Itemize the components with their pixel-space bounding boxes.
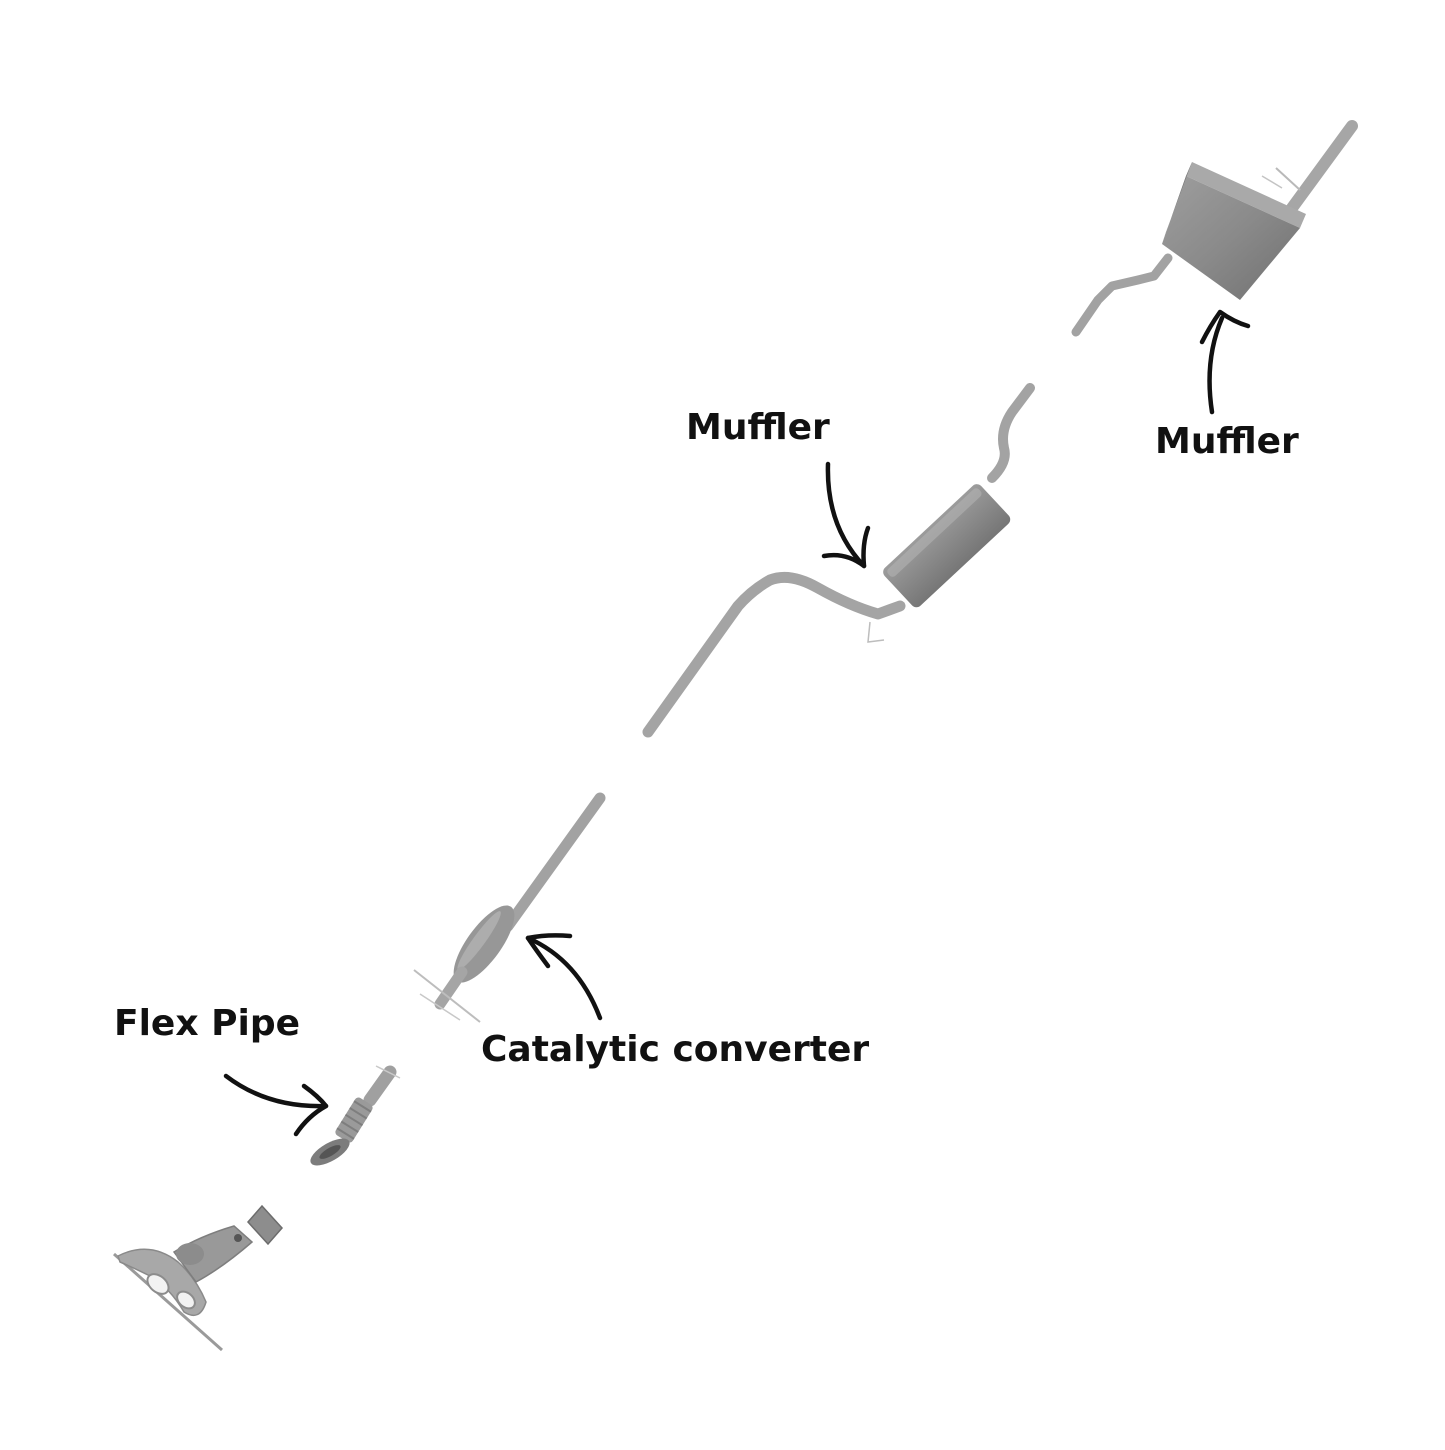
cat-flange	[413, 969, 481, 1023]
arrow-catalytic-converter	[525, 935, 603, 1021]
arrow-mid-muffler	[825, 461, 867, 569]
manifold-gasket-edge	[113, 1252, 223, 1352]
mid-muffler-section	[642, 383, 1035, 738]
rear-muffler-front	[1162, 176, 1300, 300]
arrow-flex-pipe-head	[293, 1083, 329, 1137]
catalytic-converter-label: Catalytic converter	[481, 1029, 870, 1070]
cat-inlet-pipe	[434, 966, 468, 1010]
flex-pipe-section	[310, 1065, 401, 1166]
manifold-collector	[172, 1225, 254, 1283]
rear-muffler-section	[1071, 120, 1358, 337]
mid-muffler-body	[883, 484, 1011, 608]
mid-pipe-hanger	[867, 621, 885, 643]
arrow-catalytic-converter-head	[525, 933, 573, 969]
tailpipe-hanger-2	[1261, 175, 1283, 189]
mid-muffler-label: Muffler	[686, 407, 830, 448]
mid-muffler-outlet-pipe	[987, 383, 1035, 483]
mid-pipe	[642, 571, 906, 738]
rear-muffler-inlet-pipe	[1071, 253, 1173, 337]
cat-outlet-pipe	[502, 792, 606, 932]
tailpipe	[1286, 120, 1358, 214]
catalytic-converter-section	[413, 792, 606, 1023]
arrows	[223, 309, 1251, 1137]
arrow-flex-pipe	[223, 1073, 329, 1109]
rear-muffler-label: Muffler	[1155, 421, 1299, 462]
rear-muffler-top	[1186, 162, 1306, 228]
exhaust-manifold	[113, 1204, 284, 1352]
arrow-rear-muffler	[1207, 315, 1225, 415]
cat-flange-2	[419, 993, 461, 1021]
manifold-outlet-flange	[246, 1204, 284, 1246]
flex-pipe-upper	[363, 1065, 397, 1107]
catalytic-converter-shine	[457, 911, 501, 970]
arrow-mid-muffler-head	[821, 525, 871, 569]
tailpipe-hanger	[1275, 167, 1301, 191]
arrow-rear-muffler-head	[1199, 309, 1251, 345]
flex-pipe-label: Flex Pipe	[114, 1003, 301, 1044]
mid-muffler-highlight	[887, 488, 982, 577]
